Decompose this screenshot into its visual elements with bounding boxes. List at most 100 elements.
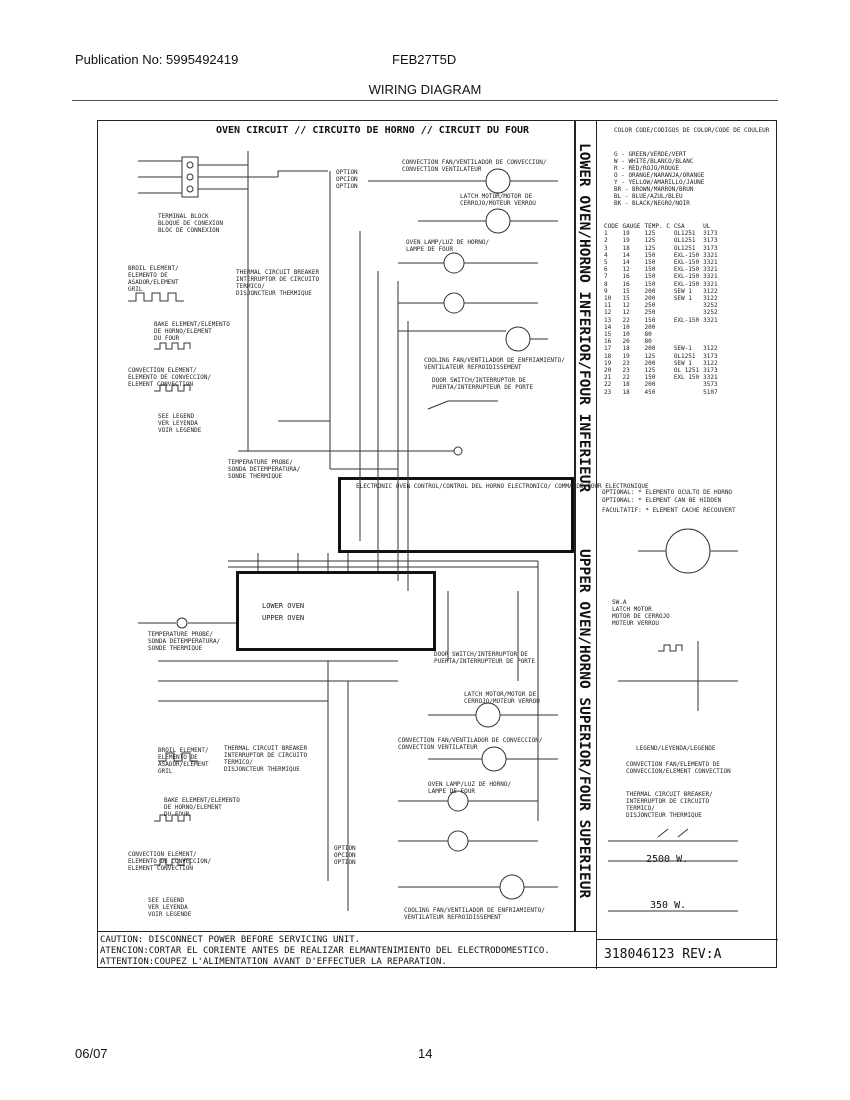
bake-element-upper-label: BAKE ELEMENT/ELEMENTO DE HORNO/ELEMENT D…	[164, 797, 240, 818]
legend-thermal: THERMAL CIRCUIT BREAKER/ INTERRUPTOR DE …	[626, 791, 713, 819]
table-cell: 19	[622, 352, 630, 360]
table-cell: 15	[622, 287, 630, 295]
oven-lamp-label: OVEN LAMP/LUZ DE HORNO/ LAMPE DE FOUR	[406, 239, 490, 253]
table-cell: 16	[622, 273, 630, 281]
table-cell: EXL-150	[673, 316, 700, 324]
header-rule	[72, 100, 778, 101]
table-cell: 18	[622, 244, 630, 252]
temp-probe-upper-label: TEMPERATURE PROBE/ SONDA DETEMPERATURA/ …	[148, 631, 221, 652]
watt-350-label: 350 W.	[650, 900, 687, 911]
table-cell: 17	[604, 345, 612, 353]
see-legend-label: SEE LEGEND VER LEYENDA VOIR LEGENDE	[158, 413, 202, 434]
terminal-l2	[186, 185, 194, 193]
table-cell: 150	[644, 259, 656, 267]
table-cell	[672, 309, 701, 316]
color-code-item: BL - BLUE/AZUL/BLEU	[614, 193, 683, 200]
oven-lamp-lower	[443, 252, 465, 274]
latch-motor-lower	[485, 208, 511, 234]
wiring-diagram-sheet: OVEN CIRCUIT // CIRCUITO DE HORNO // CIR…	[97, 120, 778, 969]
cooling-fan-upper	[499, 874, 525, 900]
lower-oven-relay-label: LOWER OVEN	[262, 602, 305, 610]
color-code-item: O - ORANGE/NARANJA/ORANGE	[614, 172, 705, 179]
table-cell: SEW 1	[673, 359, 692, 367]
option-label: OPTION OPCION OPTION	[336, 169, 358, 190]
table-cell: 3321	[703, 251, 718, 259]
table-cell	[672, 389, 701, 396]
color-code-title: COLOR CODE/CODIGOS DE COLOR/CODE DE COUL…	[614, 127, 770, 134]
table-cell: 16	[622, 280, 630, 288]
table-cell: 3321	[703, 266, 718, 274]
table-cell: EXL-150	[673, 280, 700, 288]
table-cell: SEW-1	[673, 345, 692, 353]
table-cell: 3173	[703, 352, 718, 360]
table-cell: 19	[604, 359, 612, 367]
table-cell: 12	[622, 266, 630, 274]
table-cell: SEW 1	[673, 295, 692, 303]
table-cell: 250	[644, 302, 656, 310]
legend-title: LEGEND/LEYENDA/LEGENDE	[636, 745, 716, 752]
publication-number: Publication No: 5995492419	[75, 52, 239, 67]
table-cell: 3321	[703, 374, 718, 382]
table-cell: EXL-150	[673, 259, 700, 267]
table-cell: 4	[604, 251, 608, 259]
table-cell: 12	[604, 309, 612, 317]
facultatif-note: FACULTATIF: * ELEMENT CACHE RECOUVERT	[602, 507, 736, 514]
table-cell: 3173	[703, 367, 718, 375]
table-cell: 19	[622, 230, 630, 238]
table-cell	[672, 331, 701, 338]
table-cell: 125	[644, 237, 656, 245]
table-cell: 2	[604, 237, 608, 245]
table-cell: 19	[622, 237, 630, 245]
table-cell: EXL-150	[673, 273, 700, 281]
table-cell: 150	[644, 251, 656, 259]
color-code-item: BR - BROWN/MARRON/BRUN	[614, 186, 694, 193]
lower-oven-side-label: LOWER OVEN/HORNO INFERIOR/FOUR INFERIEUR	[576, 143, 592, 493]
table-cell: 20	[604, 367, 612, 375]
oven-circuit-banner: OVEN CIRCUIT // CIRCUITO DE HORNO // CIR…	[216, 125, 530, 136]
legend-divider	[596, 121, 597, 969]
table-cell: 14	[604, 323, 612, 331]
table-cell: 3252	[703, 309, 718, 317]
table-cell: 5	[604, 259, 608, 267]
latch-motor-upper	[475, 702, 501, 728]
table-cell: EXL-150	[673, 266, 700, 274]
caution-line-3: ATTENTION:COUPEZ L'ALIMENTATION AVANT D'…	[100, 957, 447, 967]
door-switch-label: DOOR SWITCH/INTERRUPTOR DE PUERTA/INTERR…	[432, 377, 534, 391]
table-cell: 8	[604, 280, 608, 288]
table-cell: 9	[604, 287, 608, 295]
table-cell: 125	[644, 367, 656, 375]
color-code-item: G - GREEN/VERDE/VERT	[614, 151, 687, 158]
page-title: WIRING DIAGRAM	[368, 82, 482, 97]
table-header-cell: CODE	[604, 223, 619, 230]
footer-page-number: 14	[418, 1046, 433, 1061]
table-cell: 200	[644, 345, 656, 353]
table-cell: 3173	[703, 244, 718, 252]
table-cell: OL1251	[673, 244, 696, 252]
table-cell: 3321	[703, 280, 718, 288]
table-cell: 250	[644, 309, 656, 317]
table-cell: OL1251	[673, 237, 696, 245]
relay-board-box	[236, 571, 436, 651]
table-cell	[701, 338, 719, 345]
table-cell: OL1251	[673, 230, 696, 238]
table-cell: 10	[622, 323, 630, 331]
table-header-row: CODE GAUGE TEMP. C CSA UL	[602, 223, 720, 230]
table-cell: 80	[644, 331, 652, 339]
see-legend-upper-label: SEE LEGEND VER LEYENDA VOIR LEGENDE	[148, 897, 192, 918]
color-code-list: G - GREEN/VERDE/VERT W - WHITE/BLANCO/BL…	[614, 151, 704, 207]
